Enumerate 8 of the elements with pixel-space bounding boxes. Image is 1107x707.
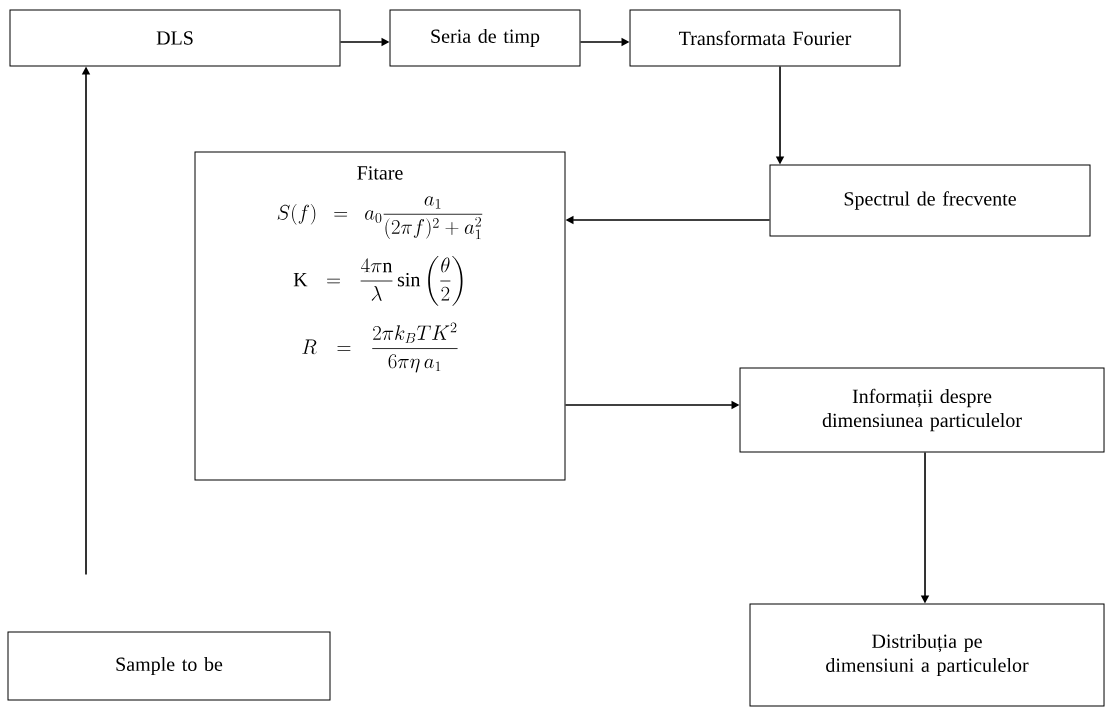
process-box: Spectrul de frecvente	[769, 164, 1091, 237]
process-box: Fitare $S(f) = a_0 \frac{a_1}{(2\pi f)^2 + a_1^2}$ $\mathrm{K} = \frac{4\pi \mathrm{n}}{\lambda}\sin\left(\frac{\theta}{2}\right)$ $R = \frac{2\pi k_B T K^2}{6\pi\eta\, a_1}$	[194, 151, 566, 481]
process-box: Seria de timp	[389, 9, 581, 67]
process-box: Sample to be	[7, 631, 331, 701]
process-box: DLS	[9, 9, 341, 67]
process-box: Transformata Fourier	[629, 9, 901, 67]
process-box: Distribuția pe dimensiuni a particulelor	[749, 603, 1105, 707]
process-box: Informații despre dimensiunea particulelor	[739, 367, 1105, 453]
